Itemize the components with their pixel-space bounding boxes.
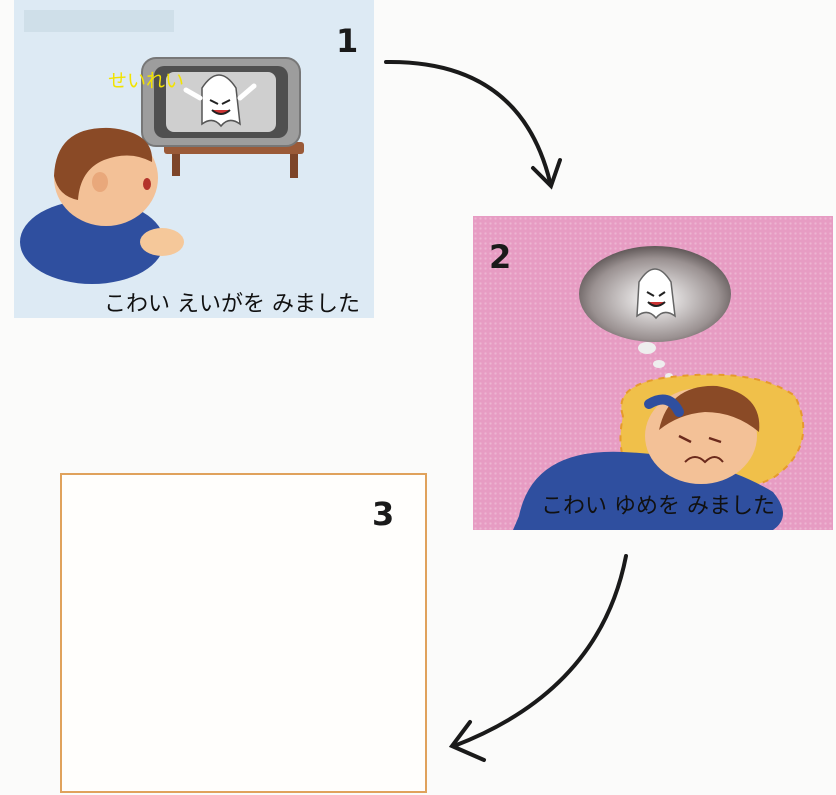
sleeping-child-icon [513, 373, 805, 530]
panel-caption: こわい えいがを みました [104, 292, 360, 317]
panel-3-empty-frame: 3 [60, 473, 427, 793]
panel-2: 2 こわい ゆめを みました [473, 216, 833, 530]
arrow-2-to-3-icon [448, 554, 628, 762]
panel-number: 3 [372, 495, 395, 533]
background-smudge [24, 10, 174, 32]
television-icon [141, 57, 301, 147]
arrow-1-to-2-icon [384, 59, 562, 190]
spirit-label: せいれい [108, 70, 185, 92]
panel-1-illustration [20, 10, 304, 284]
dream-bubble-icon [579, 246, 731, 379]
panel-2-illustration [513, 246, 805, 530]
panel-number: 1 [336, 22, 359, 60]
panel-caption: こわい ゆめを みました [541, 494, 775, 519]
panel-number: 2 [489, 238, 512, 276]
child-watching-icon [20, 127, 184, 284]
panel-1: 1 せいれい こわい えいがを みました [14, 0, 374, 318]
